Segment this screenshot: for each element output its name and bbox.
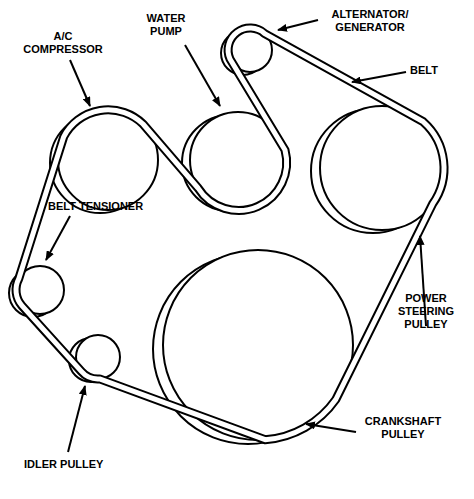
part-label: POWER STEERING PULLEY bbox=[388, 292, 464, 331]
part-label: IDLER PULLEY bbox=[24, 458, 134, 471]
part-label: ALTERNATOR/ GENERATOR bbox=[322, 8, 418, 34]
part-label: WATER PUMP bbox=[140, 12, 192, 38]
leader-arrows bbox=[46, 20, 426, 452]
serpentine-belt bbox=[16, 28, 444, 440]
part-label: A/C COMPRESSOR bbox=[18, 30, 108, 56]
pulleys bbox=[9, 28, 444, 444]
part-label: CRANKSHAFT PULLEY bbox=[358, 415, 448, 441]
part-label: BELT bbox=[410, 64, 460, 77]
part-label: BELT TENSIONER bbox=[48, 200, 178, 213]
